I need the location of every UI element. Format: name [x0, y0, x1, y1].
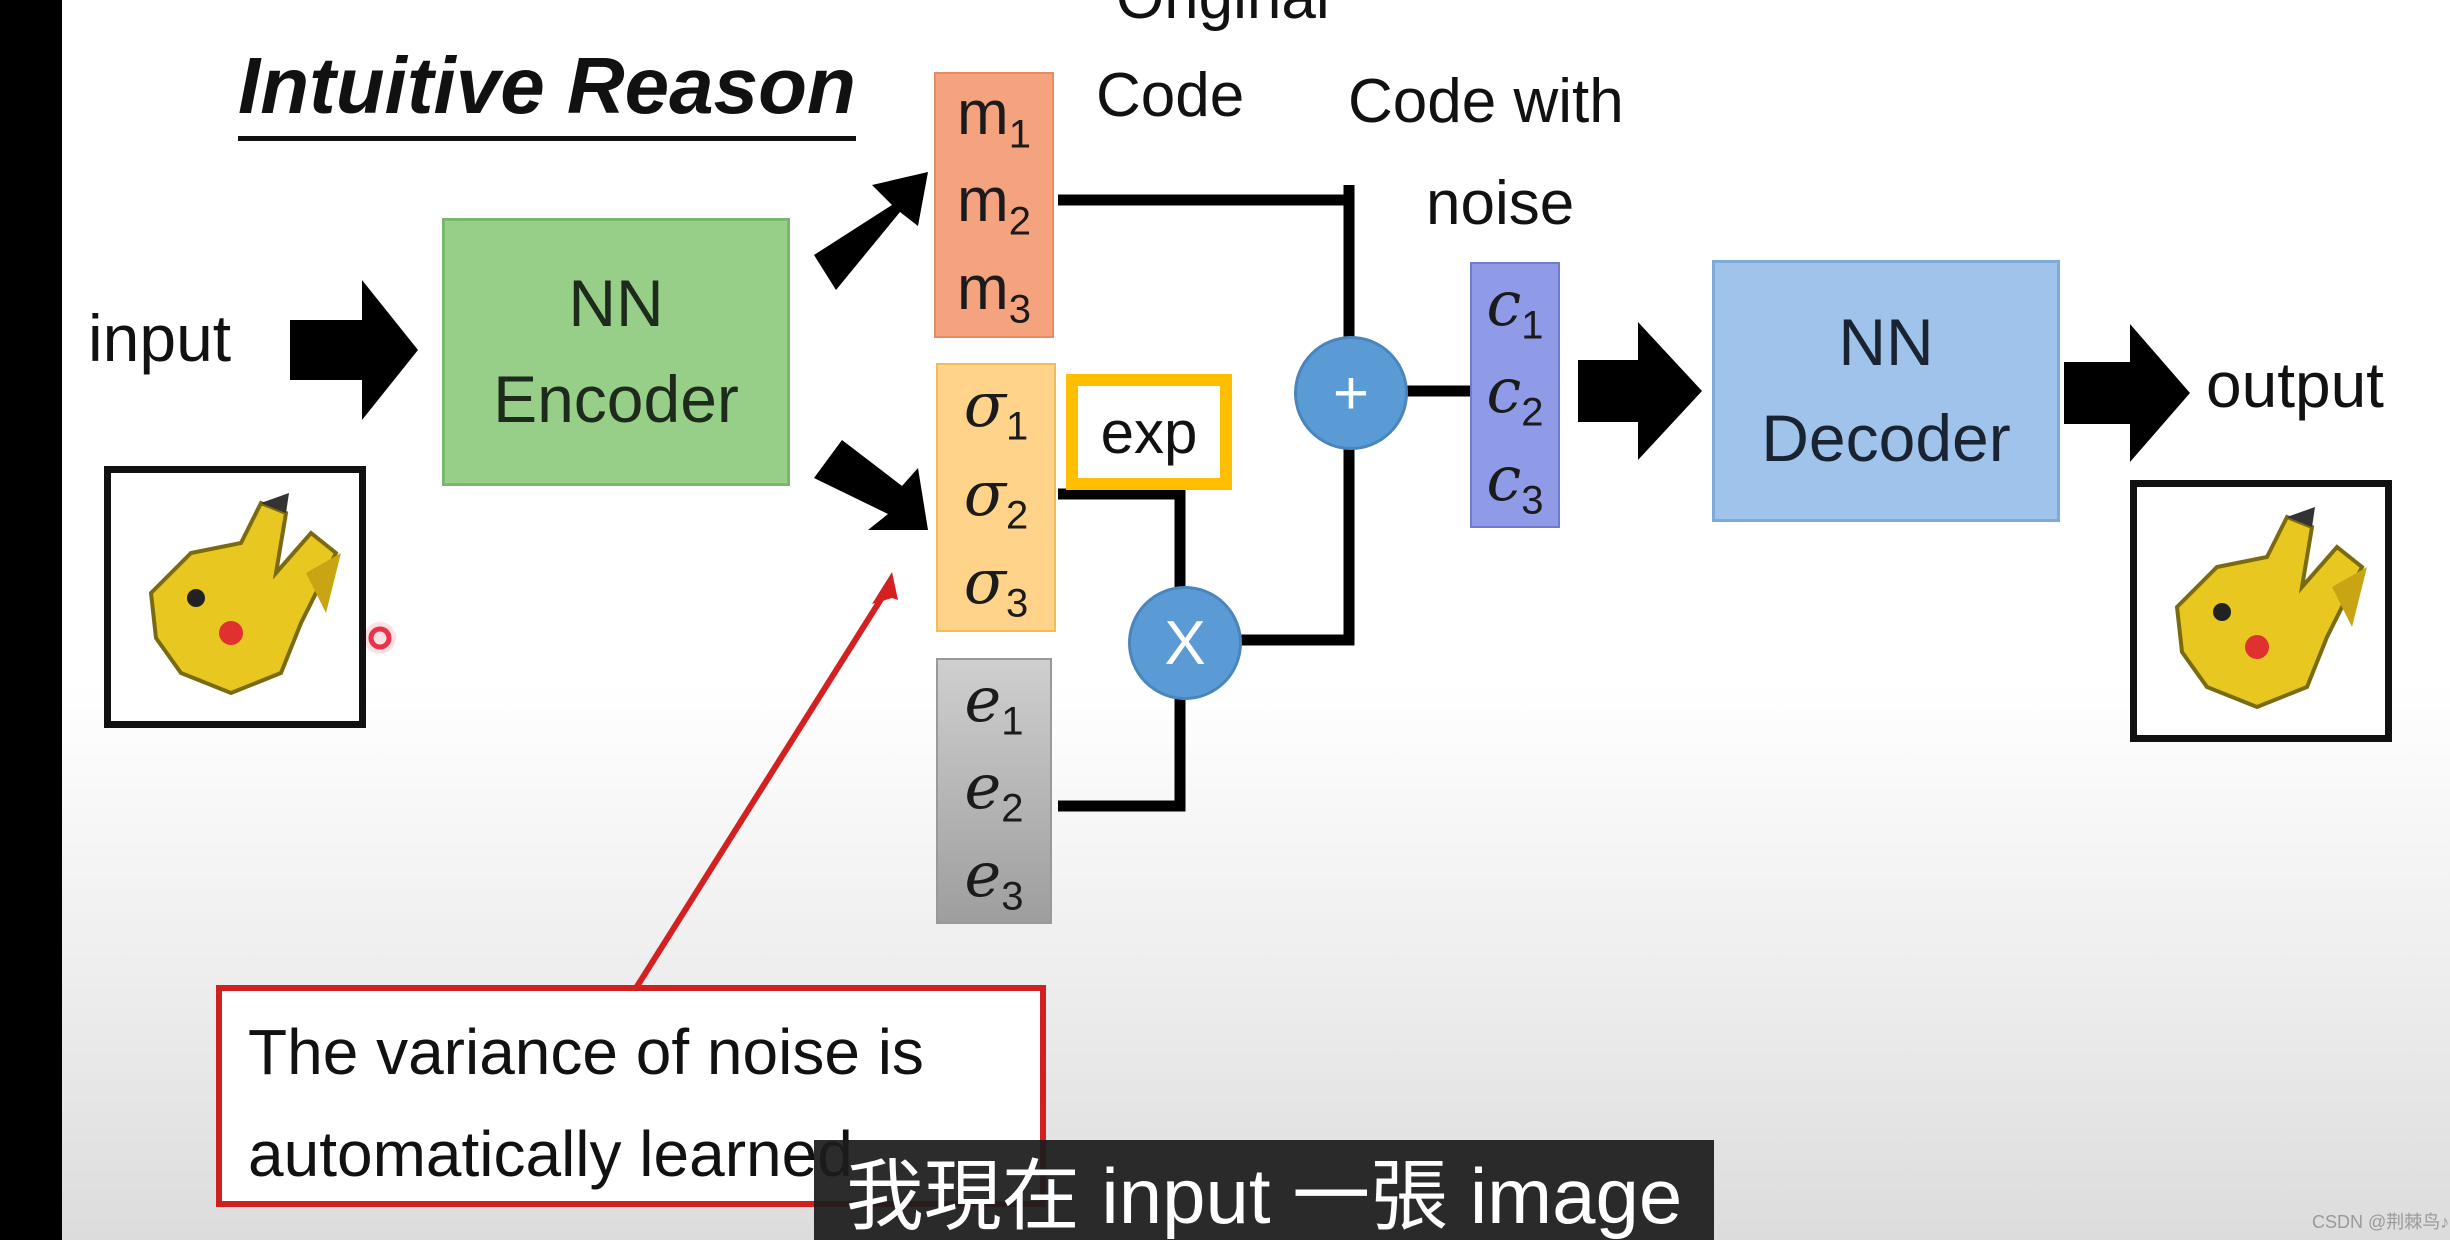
watermark: CSDN @荆棘鸟♪	[2312, 1212, 2450, 1232]
output-arrow-icon	[2064, 324, 2190, 462]
encoder-line2: Encoder	[493, 362, 739, 436]
e-to-times-line	[1058, 695, 1186, 812]
code-with-noise-label-line2: noise	[1426, 169, 1575, 238]
sigma-vector: σ1 σ2 σ3	[936, 363, 1056, 632]
input-image	[104, 466, 366, 728]
c-to-decoder-arrow-icon	[1578, 322, 1702, 460]
plus-operator: +	[1294, 336, 1408, 450]
code-with-noise-label-line1: Code with	[1348, 67, 1624, 136]
pikachu-input-image	[148, 493, 341, 696]
m3: m3	[957, 253, 1031, 332]
output-image	[2130, 480, 2392, 742]
variance-note-box: The variance of noise is automatically l…	[216, 985, 1046, 1207]
e-vector: e1 e2 e3	[936, 658, 1052, 924]
c1: c1	[1486, 266, 1544, 348]
sigma2: σ2	[963, 456, 1029, 538]
annotation-arrow-line	[633, 586, 891, 990]
e2: e2	[964, 750, 1024, 831]
slide: Intuitive Reason input	[62, 0, 2450, 1240]
sigma-to-times-line	[1058, 488, 1186, 588]
video-subtitle: 我現在 input 一張 image	[814, 1140, 1714, 1240]
input-arrow-icon	[290, 280, 418, 420]
exp-box: exp	[1066, 374, 1232, 490]
encoder-to-m-arrow-icon	[814, 172, 928, 290]
m1: m1	[957, 78, 1031, 157]
note-line2: automatically learned	[248, 1118, 853, 1191]
nn-encoder-box: NN Encoder	[442, 218, 790, 486]
original-code-label-line2: Code	[1096, 61, 1245, 130]
sigma1: σ1	[963, 368, 1029, 449]
e1: e1	[964, 662, 1024, 744]
connector-lines	[290, 172, 2190, 990]
pikachu-output-image	[2174, 507, 2367, 710]
cursor-dot-icon	[368, 626, 392, 650]
encoder-line1: NN	[568, 266, 664, 341]
nn-decoder-box: NN Decoder	[1712, 260, 2060, 522]
times-to-plus-line	[1238, 444, 1355, 646]
slide-title: Intuitive Reason	[238, 42, 856, 141]
original-code-label-line1: Original	[1116, 0, 1330, 33]
e3: e3	[964, 837, 1024, 919]
m-vector: m1 m2 m3	[934, 72, 1054, 338]
m2: m2	[957, 166, 1031, 244]
c3: c3	[1486, 441, 1544, 523]
c2: c2	[1486, 354, 1544, 435]
annotation-arrowhead-icon	[872, 572, 898, 604]
input-label: input	[88, 301, 232, 375]
encoder-to-sigma-arrow-icon	[814, 440, 928, 530]
output-label: output	[2206, 349, 2384, 421]
decoder-line1: NN	[1838, 305, 1934, 380]
decoder-line2: Decoder	[1761, 401, 2011, 475]
sigma3: σ3	[963, 545, 1029, 626]
times-operator: X	[1128, 586, 1242, 700]
m-to-plus-line	[1058, 194, 1355, 338]
note-line1: The variance of noise is	[248, 1016, 924, 1088]
c-vector: c1 c2 c3	[1470, 262, 1560, 528]
